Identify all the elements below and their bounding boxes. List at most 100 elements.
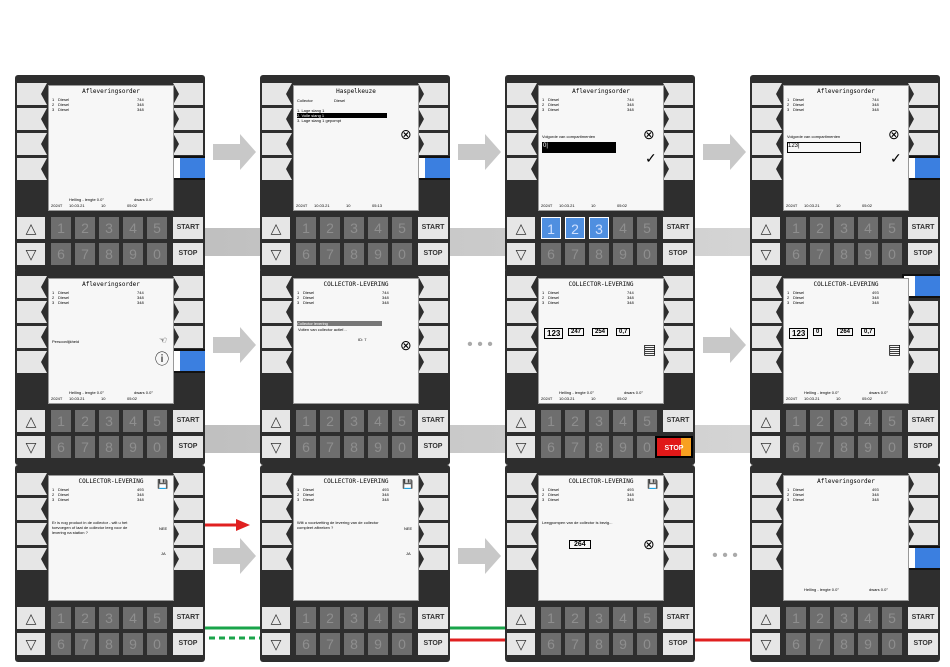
up-arrow-key[interactable]: △ <box>752 410 780 432</box>
up-arrow-key[interactable]: △ <box>752 607 780 629</box>
numeric-key[interactable]: 5 <box>147 410 167 432</box>
numeric-key[interactable]: 7 <box>810 436 830 458</box>
start-key[interactable]: START <box>173 607 203 629</box>
numeric-key[interactable]: 2 <box>320 217 340 239</box>
down-arrow-key[interactable]: ▽ <box>752 243 780 265</box>
left-softkey[interactable] <box>17 498 47 520</box>
right-softkey[interactable] <box>418 351 448 373</box>
left-softkey[interactable] <box>17 276 47 298</box>
left-softkey[interactable] <box>17 523 47 545</box>
numeric-key[interactable]: 1 <box>541 217 561 239</box>
right-softkey[interactable] <box>173 473 203 495</box>
down-arrow-key[interactable]: ▽ <box>262 243 290 265</box>
up-arrow-key[interactable]: △ <box>507 217 535 239</box>
right-softkey[interactable] <box>173 108 203 130</box>
right-softkey[interactable] <box>908 301 938 323</box>
right-softkey[interactable] <box>663 158 693 180</box>
left-softkey[interactable] <box>17 83 47 105</box>
numeric-key[interactable]: 8 <box>99 436 119 458</box>
numeric-key[interactable]: 9 <box>613 633 633 655</box>
numeric-key[interactable]: 3 <box>589 217 609 239</box>
numeric-key[interactable]: 5 <box>637 410 657 432</box>
left-softkey[interactable] <box>507 276 537 298</box>
numeric-key[interactable]: 9 <box>368 436 388 458</box>
left-softkey[interactable] <box>507 301 537 323</box>
numeric-key[interactable]: 2 <box>75 217 95 239</box>
left-softkey[interactable] <box>752 108 782 130</box>
numeric-key[interactable]: 8 <box>344 436 364 458</box>
numeric-key[interactable]: 4 <box>613 217 633 239</box>
numeric-key[interactable]: 4 <box>368 217 388 239</box>
ja-option[interactable]: JA <box>406 551 411 556</box>
up-arrow-key[interactable]: △ <box>262 217 290 239</box>
numeric-key[interactable]: 0 <box>637 436 657 458</box>
left-softkey[interactable] <box>17 108 47 130</box>
left-softkey[interactable] <box>262 108 292 130</box>
right-softkey[interactable] <box>908 473 938 495</box>
numeric-key[interactable]: 9 <box>858 436 878 458</box>
numeric-key[interactable]: 3 <box>344 410 364 432</box>
numeric-key[interactable]: 9 <box>613 436 633 458</box>
numeric-key[interactable]: 9 <box>613 243 633 265</box>
numeric-key[interactable]: 7 <box>565 633 585 655</box>
right-softkey[interactable] <box>173 498 203 520</box>
right-softkey[interactable] <box>663 351 693 373</box>
right-softkey[interactable] <box>908 133 938 155</box>
left-softkey[interactable] <box>507 523 537 545</box>
right-softkey[interactable] <box>908 523 938 545</box>
right-softkey[interactable] <box>418 326 448 348</box>
right-softkey[interactable] <box>418 473 448 495</box>
numeric-key[interactable]: 6 <box>541 243 561 265</box>
numeric-key[interactable]: 5 <box>882 217 902 239</box>
start-key[interactable]: START <box>418 607 448 629</box>
numeric-key[interactable]: 3 <box>99 607 119 629</box>
info-icon[interactable]: ⓘ <box>155 351 169 367</box>
right-softkey[interactable] <box>173 301 203 323</box>
right-softkey[interactable] <box>418 276 448 298</box>
numeric-key[interactable]: 1 <box>51 607 71 629</box>
numeric-key[interactable]: 7 <box>565 243 585 265</box>
up-arrow-key[interactable]: △ <box>262 607 290 629</box>
close-icon[interactable]: ⊗ <box>643 126 655 142</box>
numeric-key[interactable]: 0 <box>882 436 902 458</box>
up-arrow-key[interactable]: △ <box>17 607 45 629</box>
right-softkey[interactable] <box>418 83 448 105</box>
stop-key[interactable]: STOP <box>173 436 203 458</box>
up-arrow-key[interactable]: △ <box>262 410 290 432</box>
down-arrow-key[interactable]: ▽ <box>17 436 45 458</box>
right-softkey[interactable] <box>908 326 938 348</box>
left-softkey[interactable] <box>262 498 292 520</box>
numeric-key[interactable]: 3 <box>99 217 119 239</box>
numeric-key[interactable]: 1 <box>786 410 806 432</box>
right-softkey[interactable] <box>173 276 203 298</box>
down-arrow-key[interactable]: ▽ <box>507 633 535 655</box>
close-icon[interactable]: ⊗ <box>400 126 412 142</box>
numeric-key[interactable]: 4 <box>123 607 143 629</box>
numeric-key[interactable]: 9 <box>368 243 388 265</box>
up-arrow-key[interactable]: △ <box>507 410 535 432</box>
start-key[interactable]: START <box>663 217 693 239</box>
right-softkey[interactable] <box>418 498 448 520</box>
left-softkey[interactable] <box>507 548 537 570</box>
close-icon[interactable]: ⊗ <box>400 337 412 353</box>
sequence-input[interactable]: 0| <box>542 142 616 153</box>
right-softkey[interactable] <box>663 108 693 130</box>
haspel-line[interactable]: 1. Lage slang 1 <box>297 108 325 113</box>
down-arrow-key[interactable]: ▽ <box>17 633 45 655</box>
numeric-key[interactable]: 1 <box>786 217 806 239</box>
numeric-key[interactable]: 3 <box>589 607 609 629</box>
numeric-key[interactable]: 9 <box>123 436 143 458</box>
numeric-key[interactable]: 9 <box>858 243 878 265</box>
numeric-key[interactable]: 2 <box>320 410 340 432</box>
numeric-key[interactable]: 5 <box>882 410 902 432</box>
ja-option[interactable]: JA <box>161 551 166 556</box>
left-softkey[interactable] <box>262 548 292 570</box>
left-softkey[interactable] <box>17 473 47 495</box>
right-softkey[interactable] <box>908 498 938 520</box>
left-softkey[interactable] <box>262 523 292 545</box>
right-softkey[interactable] <box>173 523 203 545</box>
numeric-key[interactable]: 3 <box>834 217 854 239</box>
right-softkey[interactable] <box>173 83 203 105</box>
numeric-key[interactable]: 2 <box>810 410 830 432</box>
numeric-key[interactable]: 8 <box>834 436 854 458</box>
